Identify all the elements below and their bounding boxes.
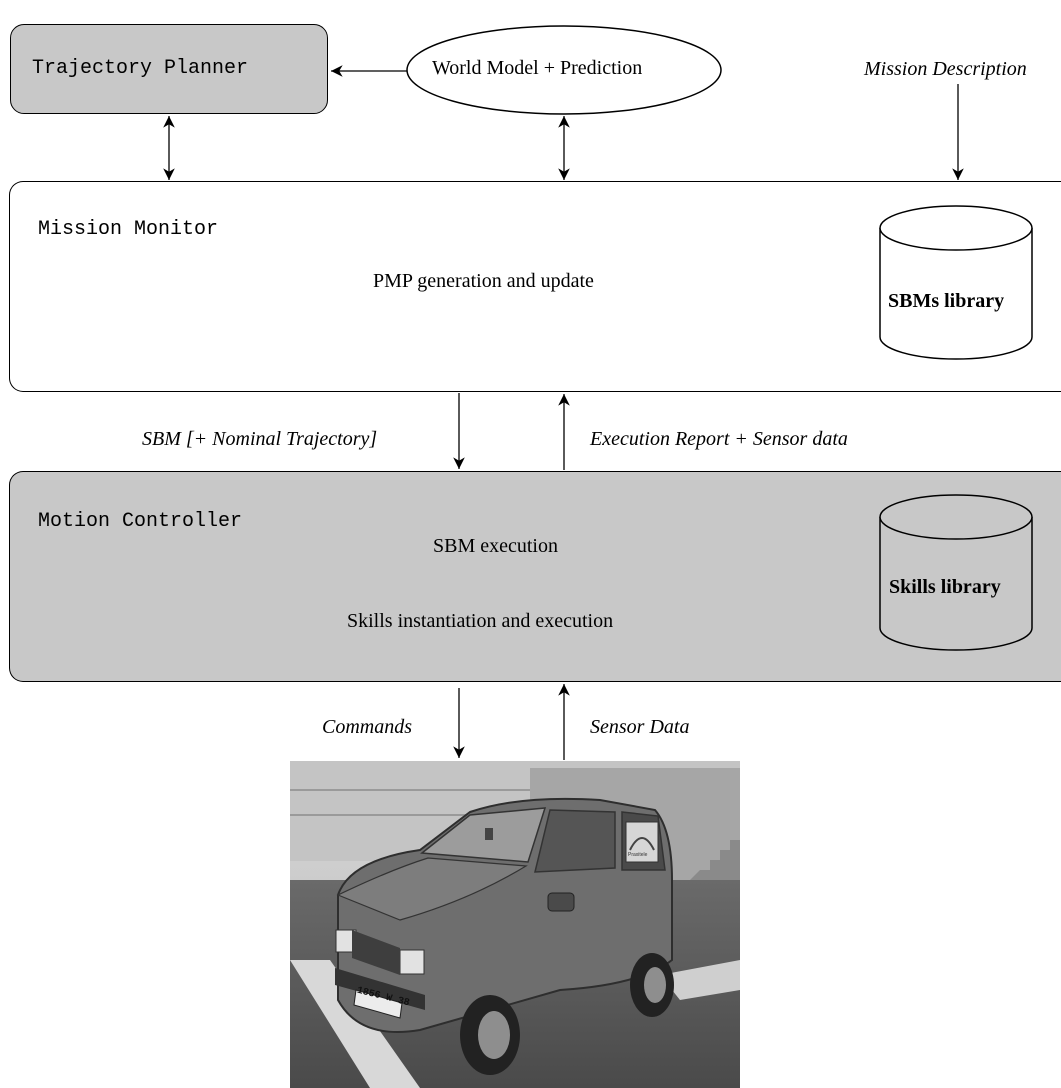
commands-label: Commands [322,716,413,738]
mission-monitor-text: PMP generation and update [373,270,594,292]
vehicle-photo [290,761,740,1088]
skills-library-label: Skills library [889,576,1001,598]
mission-description-label: Mission Description [864,58,1027,80]
report-up-label: Execution Report + Sensor data [590,428,848,450]
motion-controller-title: Motion Controller [38,510,243,533]
skills-library-cylinder [879,494,1033,651]
sbms-library-label: SBMs library [888,290,1005,312]
world-model-ellipse [406,25,722,115]
motion-controller-text2: Skills instantiation and execution [347,610,614,632]
mission-monitor-title: Mission Monitor [38,218,219,241]
vehicle-door-logo-text: Praxitele [628,852,648,858]
sbm-down-label: SBM [+ Nominal Trajectory] [142,428,378,450]
motion-controller-text1: SBM execution [433,535,558,557]
trajectory-planner-box [10,24,328,114]
world-model-label: World Model + Prediction [432,57,643,79]
trajectory-planner-label: Trajectory Planner [32,57,249,80]
sensor-data-label: Sensor Data [590,716,690,738]
sbms-library-cylinder [879,205,1033,360]
